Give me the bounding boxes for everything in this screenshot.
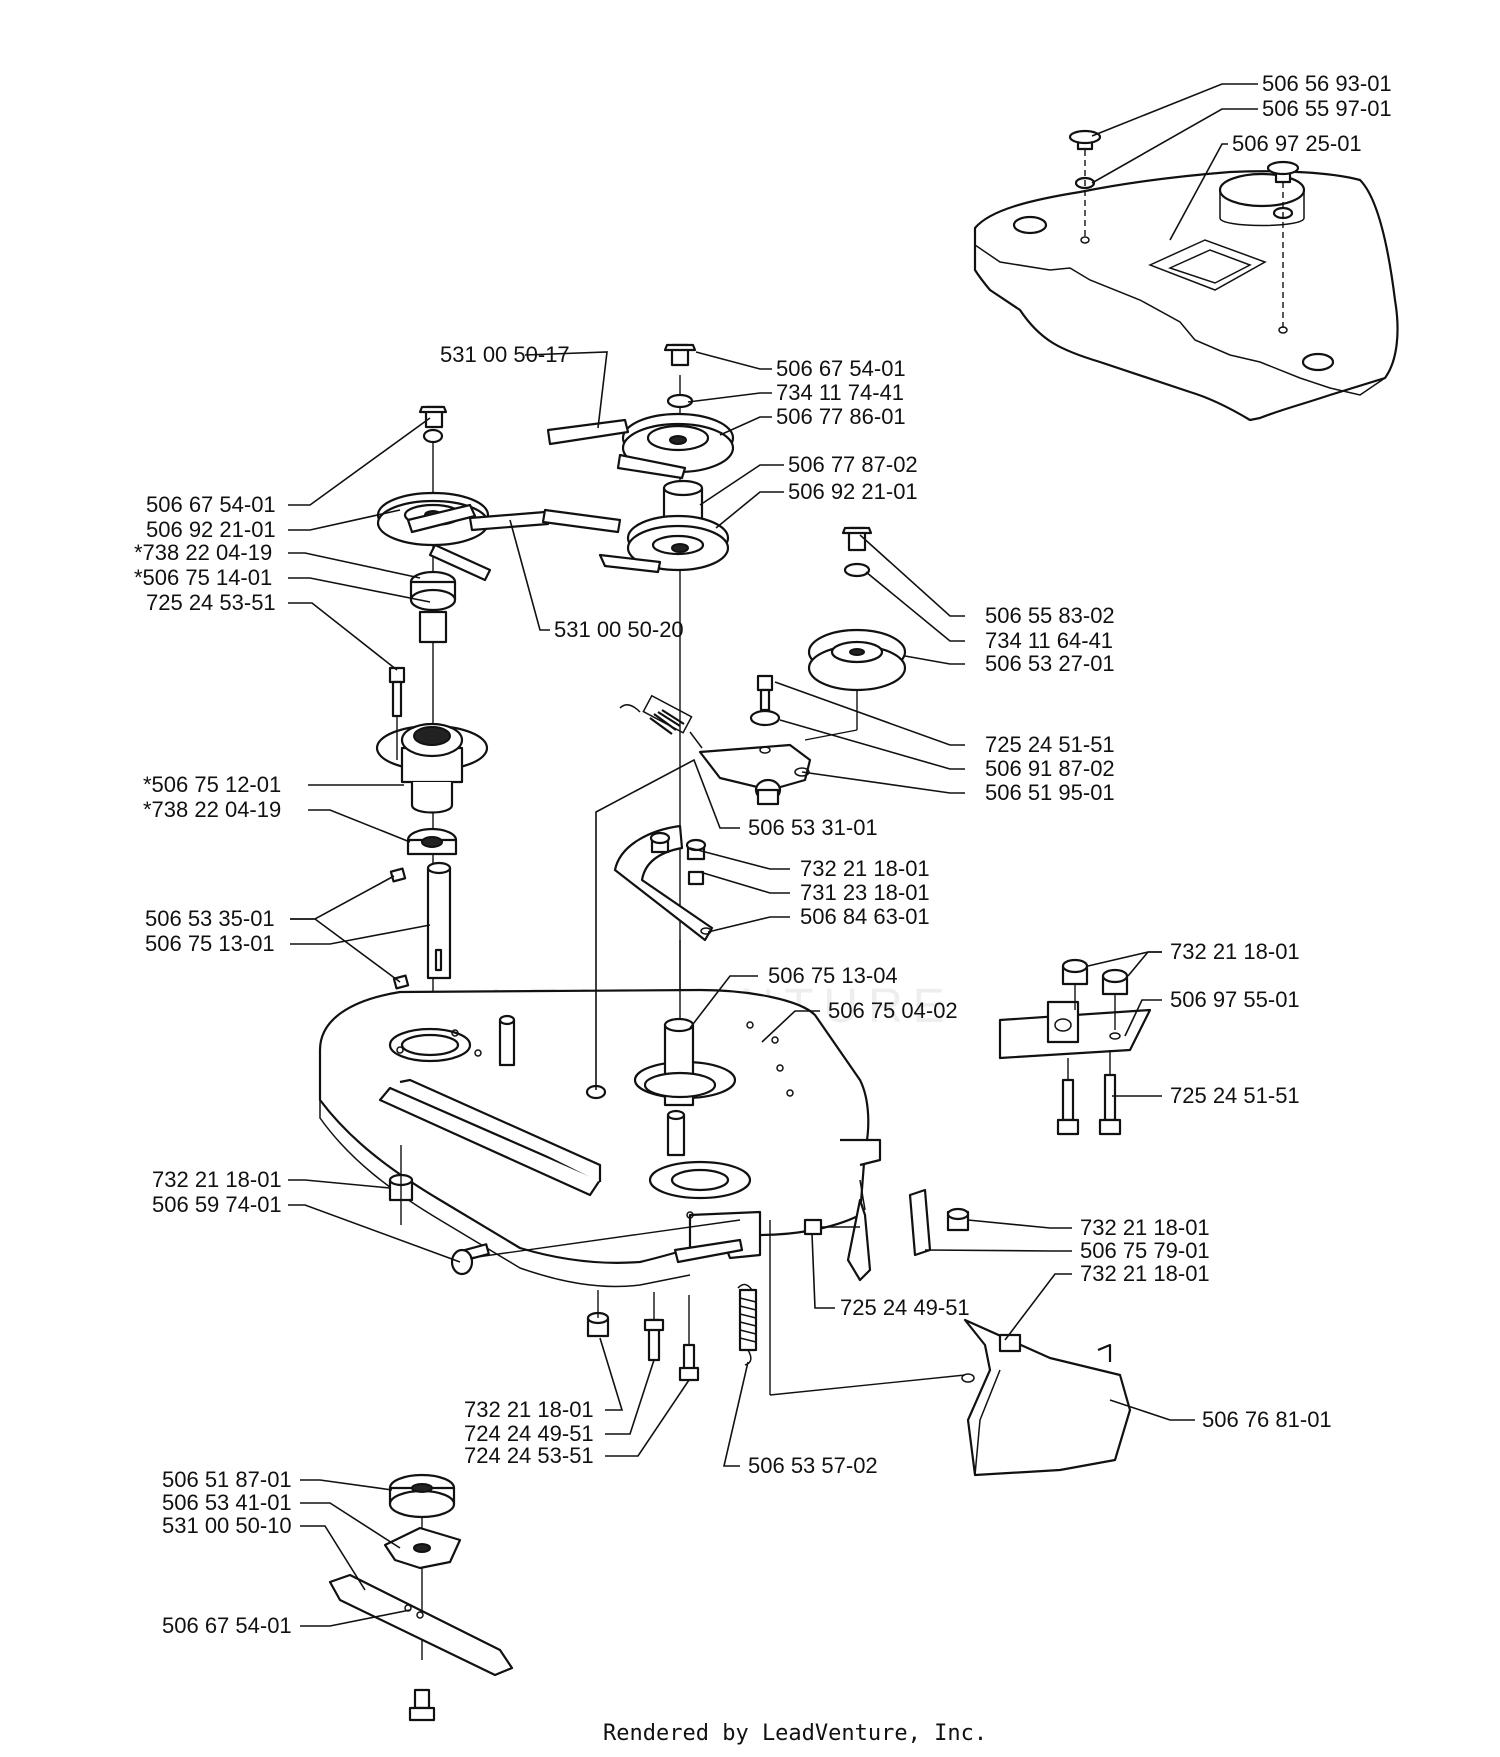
footer-credit: Rendered by LeadVenture, Inc. [603, 1721, 987, 1746]
part-number-label: 506 77 86-01 [776, 404, 906, 429]
idler-spring [619, 694, 703, 749]
part-number-label: 734 11 74-41 [776, 380, 904, 405]
part-number-label: *738 22 04-19 [143, 797, 281, 822]
part-number-label: 506 53 31-01 [748, 815, 878, 840]
part-number-label: 531 00 50-20 [554, 617, 684, 642]
bracket-nuts [1061, 958, 1129, 1030]
part-number-label: 506 51 87-01 [162, 1467, 292, 1492]
bracket-bolts [1056, 1050, 1122, 1136]
right-pulley [804, 526, 907, 741]
lock-nut [388, 1145, 414, 1225]
part-number-label: 732 21 18-01 [1080, 1261, 1210, 1286]
part-number-label: 506 84 63-01 [800, 904, 930, 929]
deck-bracket [998, 1000, 1152, 1060]
center-upper-pulley [546, 343, 735, 1150]
part-number-label: 506 75 04-02 [828, 998, 958, 1023]
part-number-label: 506 55 83-02 [985, 603, 1115, 628]
part-number-label: 506 67 54-01 [162, 1613, 292, 1638]
part-number-label: 506 55 97-01 [1262, 96, 1392, 121]
bottom-hardware [586, 1290, 700, 1382]
part-number-label: 725 24 53-51 [146, 590, 276, 615]
part-number-label: 724 24 53-51 [464, 1443, 594, 1468]
cover-screw [1068, 129, 1300, 328]
part-number-label: 732 21 18-01 [800, 856, 930, 881]
part-number-label: 732 21 18-01 [152, 1167, 282, 1192]
part-number-label: 506 51 95-01 [985, 780, 1115, 805]
part-number-label: 506 56 93-01 [1262, 71, 1392, 96]
part-number-label: 506 92 21-01 [788, 479, 918, 504]
drive-belt [406, 503, 622, 582]
part-number-label: 506 53 27-01 [985, 651, 1115, 676]
part-number-label: 724 24 49-51 [464, 1421, 594, 1446]
leader-lines [288, 83, 1258, 1627]
part-number-label: *506 75 12-01 [143, 772, 281, 797]
discharge-chute [769, 1220, 1132, 1477]
left-spindle-shaft [389, 861, 452, 990]
idler-arm [698, 674, 812, 806]
part-number-label: 725 24 51-51 [985, 732, 1115, 757]
part-number-label: 506 75 13-01 [145, 931, 275, 956]
part-number-label: 506 75 79-01 [1080, 1238, 1210, 1263]
left-spindle-housing [375, 722, 489, 856]
part-number-label: *738 22 04-19 [134, 540, 272, 565]
part-number-label: 506 67 54-01 [146, 492, 276, 517]
idler-bracket [613, 824, 714, 942]
part-labels: 506 56 93-01 506 55 97-01 506 97 25-01 5… [134, 71, 1392, 1638]
chute-hinge [803, 1188, 970, 1282]
part-number-label: 506 77 87-02 [788, 452, 918, 477]
part-number-label: 725 24 49-51 [840, 1295, 970, 1320]
part-number-label: 531 00 50-17 [440, 342, 570, 367]
part-number-label: 732 21 18-01 [1080, 1215, 1210, 1240]
part-number-label: *506 75 14-01 [134, 565, 272, 590]
part-number-label: 506 97 55-01 [1170, 987, 1300, 1012]
part-number-label: 506 59 74-01 [152, 1192, 282, 1217]
mower-deck [318, 988, 882, 1288]
carriage-bolt [450, 1219, 741, 1276]
left-bolt [388, 666, 406, 760]
center-spindle [643, 940, 717, 1107]
blade-assembly [328, 1473, 514, 1722]
part-number-label: 725 24 51-51 [1170, 1083, 1300, 1108]
part-number-label: 506 76 81-01 [1202, 1407, 1332, 1432]
part-number-label: 506 53 57-02 [748, 1453, 878, 1478]
part-number-label: 506 75 13-04 [768, 963, 898, 988]
part-number-label: 506 67 54-01 [776, 356, 906, 381]
part-number-label: 506 92 21-01 [146, 517, 276, 542]
part-number-label: 731 23 18-01 [800, 880, 930, 905]
center-lower-pulley [598, 514, 730, 574]
part-number-label: 506 53 41-01 [162, 1490, 292, 1515]
part-number-label: 732 21 18-01 [464, 1397, 594, 1422]
part-number-label: 732 21 18-01 [1170, 939, 1300, 964]
part-number-label: 506 97 25-01 [1232, 131, 1362, 156]
part-number-label: 506 91 87-02 [985, 756, 1115, 781]
part-number-label: 506 53 35-01 [145, 906, 275, 931]
part-number-label: 734 11 64-41 [985, 628, 1113, 653]
chute-spring [737, 1283, 758, 1366]
part-number-label: 531 00 50-10 [162, 1513, 292, 1538]
